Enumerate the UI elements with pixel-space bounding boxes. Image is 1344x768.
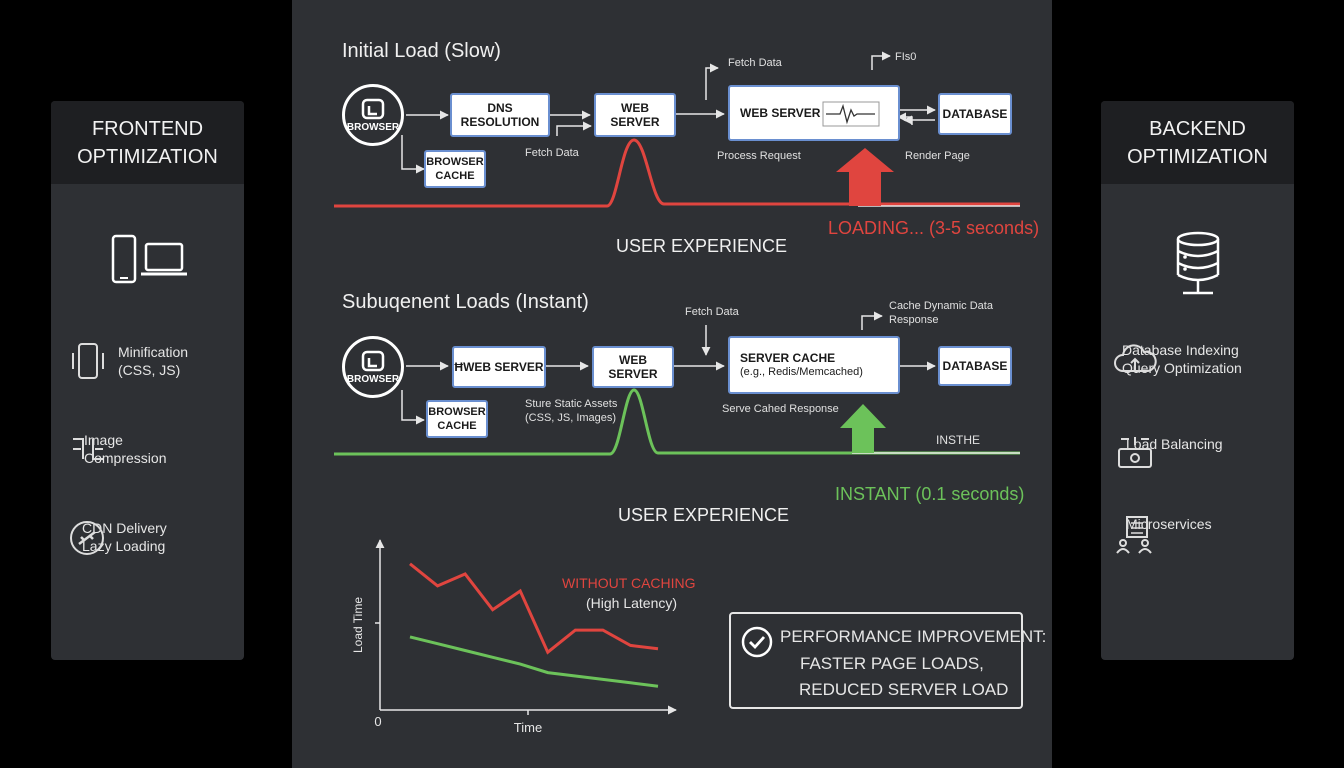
initial-web-server-2[interactable]: WEB SERVER xyxy=(728,85,900,141)
initial-browser[interactable]: BROWSER xyxy=(342,84,404,146)
subsequent-serve-cached: Serve Cahed Response xyxy=(722,403,839,415)
performance-line1: PERFORMANCE IMPROVEMENT: xyxy=(780,627,1047,646)
initial-web-server-1[interactable]: WEB SERVER xyxy=(594,93,676,137)
database-server-icon xyxy=(1176,231,1220,295)
diagram-lines: Load Time Time 0 WITHOUT CACHING (High L… xyxy=(334,51,1020,735)
checkmark-icon xyxy=(741,626,773,658)
backend-item-microservices: Microservices xyxy=(1115,515,1212,554)
subsequent-title: Subuqenent Loads (Instant) xyxy=(342,291,589,313)
phone-icon xyxy=(72,343,104,379)
initial-process-request: Process Request xyxy=(717,150,801,162)
initial-database[interactable]: DATABASE xyxy=(938,93,1012,135)
diagram-area: Load Time Time 0 WITHOUT CACHING (High L… xyxy=(292,0,1052,768)
subsequent-browser[interactable]: BROWSER xyxy=(342,336,404,398)
devices-icon xyxy=(111,234,187,284)
waveform-icon xyxy=(822,101,880,127)
subsequent-insthe: INSTHE xyxy=(936,433,981,447)
subsequent-store-static: Sture Static Assets(CSS, JS, Images) xyxy=(525,398,618,424)
chart-series-note: (High Latency) xyxy=(586,595,677,611)
performance-box: PERFORMANCE IMPROVEMENT: FASTER PAGE LOA… xyxy=(729,612,1046,709)
subsequent-latency-curve xyxy=(334,388,1020,456)
subsequent-instant-arrow xyxy=(840,404,886,453)
chart-ylabel: Load Time xyxy=(351,597,365,653)
chart-origin-label: 0 xyxy=(374,714,381,729)
subsequent-web-server-a[interactable]: ĦWEB SERVER xyxy=(452,346,546,388)
browser-icon xyxy=(361,350,385,371)
initial-title: Initial Load (Slow) xyxy=(342,40,501,62)
backend-item-load-balancing: Load Balancing xyxy=(1115,435,1223,468)
chart-series-label: WITHOUT CACHING xyxy=(562,575,696,591)
initial-loading-label: LOADING... (3-5 seconds) xyxy=(828,218,1040,238)
performance-line3: REDUCED SERVER LOAD xyxy=(799,680,1009,699)
subsequent-web-server-b[interactable]: WEB SERVER xyxy=(592,346,674,388)
initial-render-page: Render Page xyxy=(905,150,970,162)
load-time-chart: Load Time Time 0 WITHOUT CACHING (High L… xyxy=(351,539,696,735)
initial-fetch-data-top: Fetch Data xyxy=(728,57,782,69)
cloud-icon xyxy=(1114,344,1157,372)
frontend-item-minification: Minification(CSS, JS) xyxy=(71,341,188,381)
chart-series-line-1 xyxy=(409,635,659,688)
subsequent-server-cache[interactable]: SERVER CACHE(e.g., Redis/Memcached) xyxy=(728,336,900,394)
load-balancer-icon xyxy=(1118,437,1152,468)
initial-user-experience: USER EXPERIENCE xyxy=(616,236,788,256)
initial-dns-resolution[interactable]: DNS RESOLUTION xyxy=(450,93,550,137)
initial-fiso-label: FIs0 xyxy=(895,51,917,63)
chart-series-line-0 xyxy=(409,562,659,655)
initial-loading-arrow xyxy=(836,148,894,206)
subsequent-database[interactable]: DATABASE xyxy=(938,346,1012,386)
performance-line2: FASTER PAGE LOADS, xyxy=(800,654,984,673)
subsequent-fetch-data: Fetch Data xyxy=(685,306,739,318)
browser-icon xyxy=(361,98,385,119)
microservices-icon xyxy=(1116,516,1152,554)
subsequent-user-experience: USER EXPERIENCE xyxy=(618,505,790,525)
compress-icon xyxy=(73,438,103,460)
initial-latency-curve xyxy=(334,138,1020,208)
cdn-icon xyxy=(70,521,104,555)
initial-fetch-data-mid: Fetch Data xyxy=(525,147,579,159)
chart-xlabel: Time xyxy=(514,720,542,735)
subsequent-instant-label: INSTANT (0.1 seconds) xyxy=(835,484,1025,504)
